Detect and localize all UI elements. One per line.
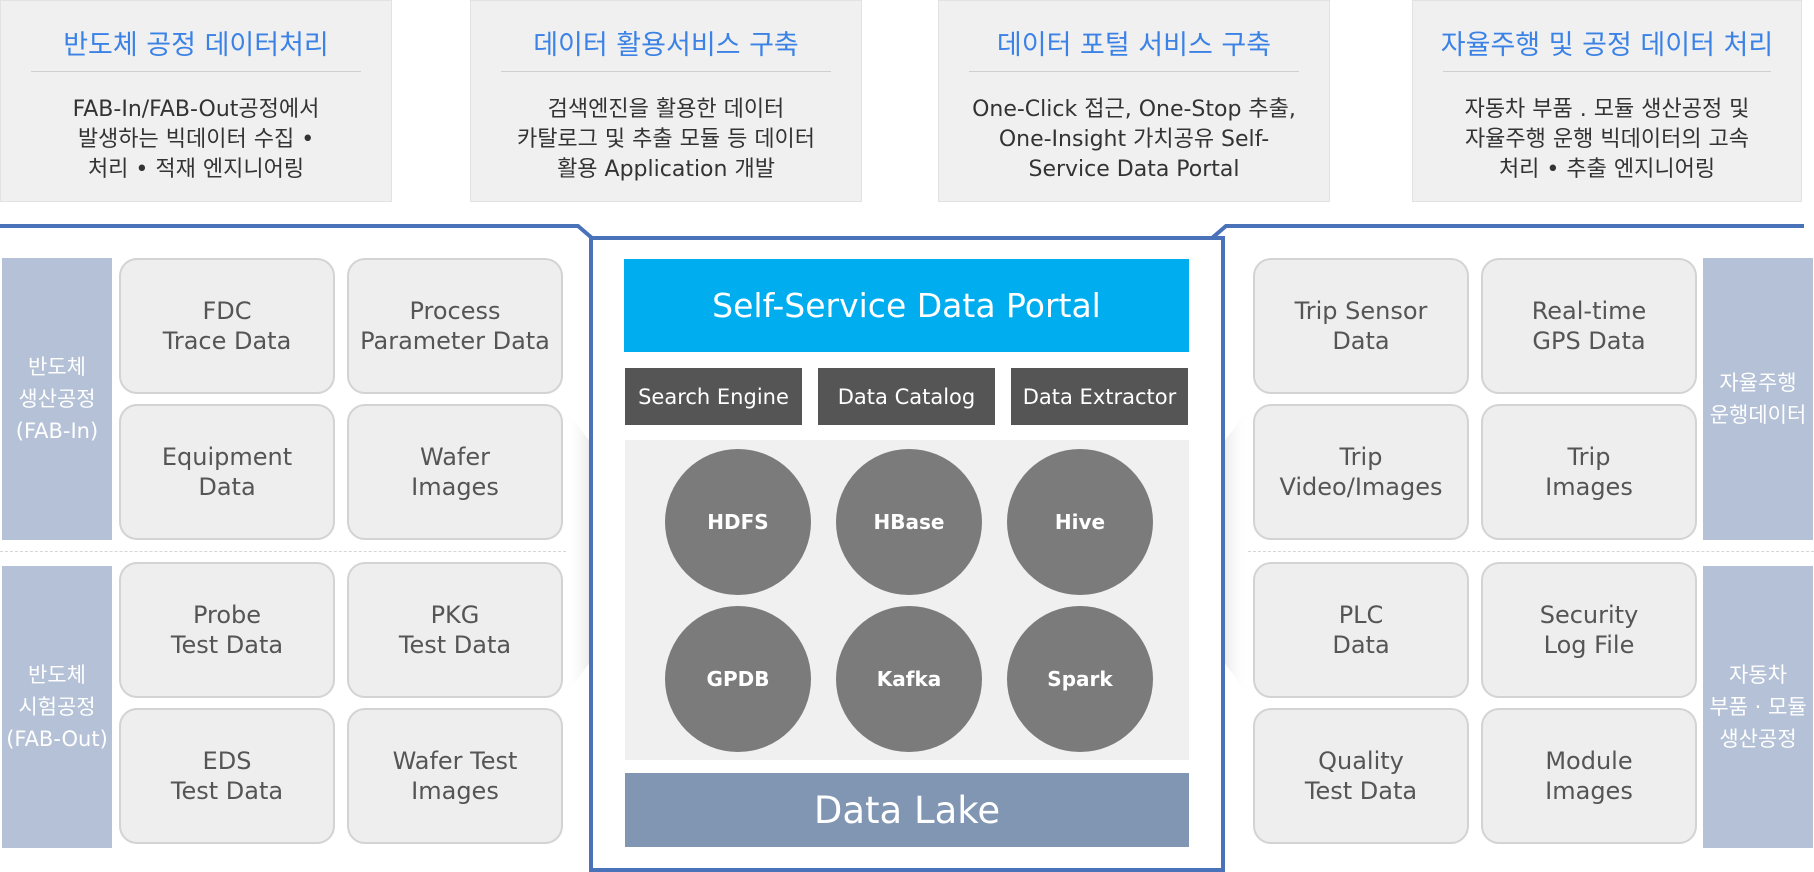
info-box-autonomous: 자율주행 및 공정 데이터 처리 자동차 부품 . 모듈 생산공정 및 자율주행…: [1412, 0, 1802, 202]
info-box-data-service: 데이터 활용서비스 구축 검색엔진을 활용한 데이터 카탈로그 및 추출 모듈 …: [470, 0, 862, 202]
tile-trip-images: Trip Images: [1481, 404, 1697, 540]
tile-trip-video-images: Trip Video/Images: [1253, 404, 1469, 540]
data-lake: Data Lake: [625, 773, 1189, 847]
info-box-semiconductor: 반도체 공정 데이터처리 FAB-In/FAB-Out공정에서 발생하는 빅데이…: [0, 0, 392, 202]
tile-wafer-images: Wafer Images: [347, 404, 563, 540]
tile-pkg-test-data: PKG Test Data: [347, 562, 563, 698]
component-hdfs: HDFS: [665, 449, 811, 595]
tile-probe-test-data: Probe Test Data: [119, 562, 335, 698]
separator: [0, 551, 566, 552]
component-hbase: HBase: [836, 449, 982, 595]
divider: [501, 71, 831, 72]
label-fab-out: 반도체 시험공정 (FAB-Out): [2, 566, 112, 848]
tile-quality-test-data: Quality Test Data: [1253, 708, 1469, 844]
self-service-portal: Self-Service Data Portal: [624, 259, 1189, 352]
info-desc: FAB-In/FAB-Out공정에서 발생하는 빅데이터 수집 • 처리 • 적…: [72, 97, 320, 182]
data-catalog-box: Data Catalog: [818, 368, 995, 425]
info-desc: One-Click 접근, One-Stop 추출, One-Insight 가…: [972, 97, 1296, 182]
tile-realtime-gps-data: Real-time GPS Data: [1481, 258, 1697, 394]
search-engine-box: Search Engine: [625, 368, 802, 425]
tile-fdc-trace-data: FDC Trace Data: [119, 258, 335, 394]
component-gpdb: GPDB: [665, 606, 811, 752]
tile-plc-data: PLC Data: [1253, 562, 1469, 698]
tile-security-log-file: Security Log File: [1481, 562, 1697, 698]
tile-wafer-test-images: Wafer Test Images: [347, 708, 563, 844]
tile-equipment-data: Equipment Data: [119, 404, 335, 540]
divider: [1443, 71, 1771, 72]
separator: [1248, 551, 1814, 552]
info-title: 데이터 활용서비스 구축: [533, 30, 799, 61]
info-desc: 자동차 부품 . 모듈 생산공정 및 자율주행 운행 빅데이터의 고속 처리 •…: [1464, 97, 1750, 182]
info-desc: 검색엔진을 활용한 데이터 카탈로그 및 추출 모듈 등 데이터 활용 Appl…: [516, 97, 816, 182]
component-kafka: Kafka: [836, 606, 982, 752]
info-title: 자율주행 및 공정 데이터 처리: [1440, 30, 1774, 61]
data-extractor-box: Data Extractor: [1011, 368, 1188, 425]
divider: [31, 71, 361, 72]
component-spark: Spark: [1007, 606, 1153, 752]
label-auto-parts: 자동차 부품 · 모듈 생산공정: [1703, 566, 1813, 848]
tile-eds-test-data: EDS Test Data: [119, 708, 335, 844]
info-title: 반도체 공정 데이터처리: [63, 30, 329, 61]
component-hive: Hive: [1007, 449, 1153, 595]
label-autonomous-driving: 자율주행 운행데이터: [1703, 258, 1813, 540]
info-title: 데이터 포털 서비스 구축: [996, 30, 1272, 61]
tile-process-parameter-data: Process Parameter Data: [347, 258, 563, 394]
label-fab-in: 반도체 생산공정 (FAB-In): [2, 258, 112, 540]
tile-trip-sensor-data: Trip Sensor Data: [1253, 258, 1469, 394]
info-box-portal-service: 데이터 포털 서비스 구축 One-Click 접근, One-Stop 추출,…: [938, 0, 1330, 202]
divider: [969, 71, 1299, 72]
tile-module-images: Module Images: [1481, 708, 1697, 844]
